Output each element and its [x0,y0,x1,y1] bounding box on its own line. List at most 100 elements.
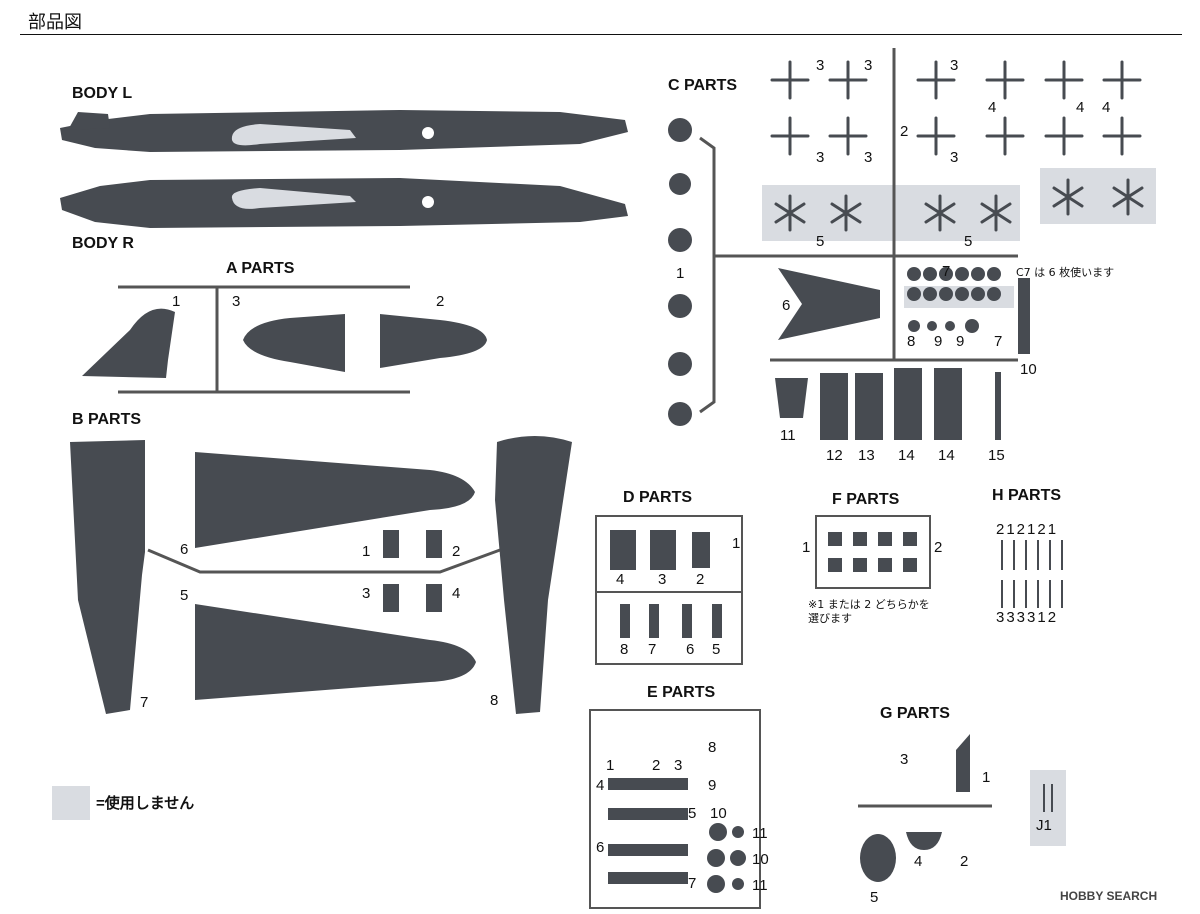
watermark: HOBBY SEARCH [1060,889,1158,903]
e-number: 10 [710,805,727,822]
c-part-8 [908,320,920,332]
f-part-grid-4 [903,532,917,546]
c-part-1c [668,228,692,252]
f-number: 1 [802,539,811,556]
d-number: 5 [712,641,721,658]
c-number: 13 [858,447,875,464]
b-number: 1 [362,543,371,560]
g-part-4 [906,832,942,850]
e-number: 10 [752,851,769,868]
c-number: 5 [964,233,973,250]
e-number: 1 [606,757,615,774]
j1-unused-block [1030,770,1066,846]
unused-legend-swatch [52,786,90,820]
c-number: 3 [816,57,825,74]
body-r-window [231,188,356,209]
h-number-bottom: 333312 [996,609,1059,626]
e-number: 6 [596,839,605,856]
c-number: 11 [780,427,796,444]
b-part-3 [383,584,399,612]
c7-disc-3 [939,267,953,281]
page-title: 部品図 [28,12,82,33]
c7-disc-6 [987,267,1001,281]
a-number: 3 [232,293,241,310]
g-parts-label: G PARTS [880,705,950,722]
c7-disc-12 [987,287,1001,301]
b-part-1 [383,530,399,558]
c-spinner-5-a [774,194,806,232]
c-number: 4 [1076,99,1085,116]
c-unused-block-2 [1040,168,1156,224]
b-part-6-wing-upper [195,452,475,548]
body-r-fuselage [60,178,628,228]
c-number: 1 [676,265,685,282]
b-part-8-wing-right [495,436,572,714]
d-sprue-frame [595,515,743,665]
a-part-3-stabilizer-left [243,314,345,372]
c-spinner-5-c [924,194,956,232]
a-part-2-stabilizer-right [380,314,487,368]
d-part-5 [712,604,722,638]
c-prop-4-d [985,116,1025,156]
f-parts-label: F PARTS [832,491,900,508]
e-part-11d [732,878,744,890]
f-number: 2 [934,539,943,556]
c-part-11 [775,378,808,418]
b-number: 7 [140,694,149,711]
e-part-11b [732,826,744,838]
c-parts-label: C PARTS [668,77,738,94]
body-r-hole [422,196,434,208]
a-number: 1 [172,293,181,310]
h-parts-label: H PARTS [992,487,1062,504]
b-part-2 [426,530,442,558]
c-number: 3 [950,149,959,166]
c-part-9a [927,321,937,331]
e-number: 7 [688,875,697,892]
c-part-15 [995,372,1001,440]
d-parts-label: D PARTS [623,489,693,506]
c-number: 4 [1102,99,1111,116]
c-number: 10 [1020,361,1037,378]
e-parts-label: E PARTS [647,684,716,701]
b-part-7-wing-left [70,440,145,714]
c-number: 6 [782,297,791,314]
d-number: 2 [696,571,705,588]
c7-disc-2 [923,267,937,281]
c-number: 9 [934,333,943,350]
c7-disc-11 [971,287,985,301]
c-spinner-extra-a [1052,178,1084,216]
c-prop-3-b [828,60,868,100]
e-sprue-frame [589,709,761,909]
c-part-1f [668,402,692,426]
c7-disc-1 [907,267,921,281]
f-sprue-frame [815,515,931,589]
h-number-top: 212121 [996,521,1059,538]
d-number: 6 [686,641,695,658]
body-r-label: BODY R [72,235,134,252]
e-part-10b [730,850,746,866]
c-prop-4-f [1102,116,1142,156]
body-l-window [231,124,356,146]
b-part-4 [426,584,442,612]
d-part-8 [620,604,630,638]
d-number: 7 [648,641,657,658]
g-part-5 [860,834,896,882]
f-part-grid-3 [878,532,892,546]
e-number: 9 [708,777,717,794]
c-number: 4 [988,99,997,116]
c-part-12 [820,373,848,440]
b-number: 6 [180,541,189,558]
c7-disc-10 [955,287,969,301]
e-number: 8 [708,739,717,756]
c-part-9b [945,321,955,331]
body-l-hole [422,127,434,139]
c-part-1d [668,294,692,318]
c7-disc-5 [971,267,985,281]
c-spinner-extra-b [1112,178,1144,216]
g-number: 4 [914,853,923,870]
c-prop-3-e [828,116,868,156]
g-part-1 [956,734,970,792]
e-part-4-bar [608,778,688,790]
e-part-7-bar [608,872,688,884]
e-number: 3 [674,757,683,774]
